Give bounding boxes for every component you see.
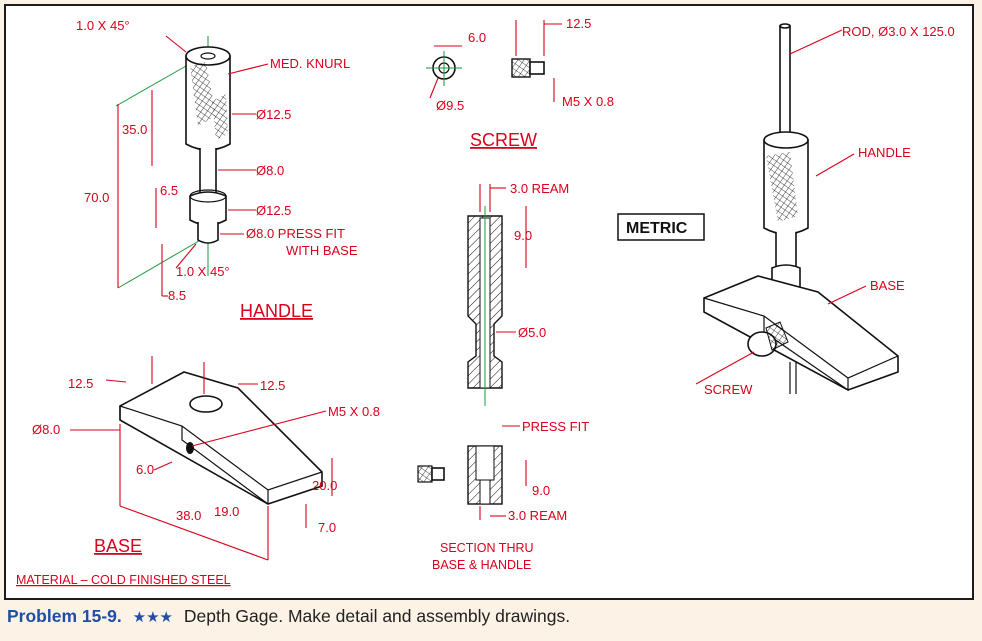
base-dim-6: 6.0 (136, 462, 154, 477)
handle-chamfer-bottom: 1.0 X 45° (176, 264, 230, 279)
handle-press-fit-1: Ø8.0 PRESS FIT (246, 226, 345, 241)
section-title-2: BASE & HANDLE (432, 558, 531, 572)
assembly-handle-label: HANDLE (858, 145, 911, 160)
section-dim-9: 9.0 (514, 228, 532, 243)
handle-len-70: 70.0 (84, 190, 109, 205)
assembly-screw-label: SCREW (704, 382, 753, 397)
section-dim-9b: 9.0 (532, 483, 550, 498)
handle-len-6-5: 6.5 (160, 183, 178, 198)
screw-title: SCREW (470, 130, 537, 150)
handle-dimensions: 1.0 X 45° MED. KNURL Ø12.5 35.0 Ø8.0 70.… (76, 18, 358, 321)
base-dim-38: 38.0 (176, 508, 201, 523)
handle-dia-8: Ø8.0 (256, 163, 284, 178)
section-dia-5: Ø5.0 (518, 325, 546, 340)
handle-dia-knurl: Ø12.5 (256, 107, 291, 122)
handle-dia-collar: Ø12.5 (256, 203, 291, 218)
screw-dim-12-5: 12.5 (566, 16, 591, 31)
base-dim-7: 7.0 (318, 520, 336, 535)
base-title: BASE (94, 536, 142, 556)
handle-chamfer-top: 1.0 X 45° (76, 18, 130, 33)
base-view: 12.5 12.5 Ø8.0 M5 X 0.8 6.0 20.0 38.0 19… (16, 356, 380, 587)
handle-title: HANDLE (240, 301, 313, 321)
caption-text: Depth Gage. Make detail and assembly dra… (183, 606, 571, 626)
screw-dim-6: 6.0 (468, 30, 486, 45)
screw-thread: M5 X 0.8 (562, 94, 614, 109)
caption: Problem 15-9. ★★★ Depth Gage. Make detai… (7, 606, 967, 636)
base-dim-12-5-right: 12.5 (260, 378, 285, 393)
handle-press-fit-2: WITH BASE (286, 243, 358, 258)
assembly-rod-label: ROD, Ø3.0 X 125.0 (842, 24, 955, 39)
section-ream-top: 3.0 REAM (510, 181, 569, 196)
metric-box: METRIC (617, 213, 705, 241)
handle-knurl-label: MED. KNURL (270, 56, 350, 71)
section-title-1: SECTION THRU (440, 541, 534, 555)
drawing-sheet: 1.0 X 45° MED. KNURL Ø12.5 35.0 Ø8.0 70.… (4, 4, 974, 600)
screw-dia-9-5: Ø9.5 (436, 98, 464, 113)
section-view: 3.0 REAM 9.0 Ø5.0 PRESS FIT 9.0 3.0 REAM… (417, 181, 589, 572)
handle-len-35: 35.0 (122, 122, 147, 137)
screw-view: 6.0 12.5 Ø9.5 M5 X 0.8 SCREW (426, 16, 614, 150)
base-thread: M5 X 0.8 (328, 404, 380, 419)
base-material: MATERIAL – COLD FINISHED STEEL (16, 573, 231, 587)
base-dim-12-5-left: 12.5 (68, 376, 93, 391)
assembly-base-label: BASE (870, 278, 905, 293)
section-ream-bottom: 3.0 REAM (508, 508, 567, 523)
handle-view (115, 36, 231, 289)
section-press-fit: PRESS FIT (522, 419, 589, 434)
base-dim-20: 20.0 (312, 478, 337, 493)
difficulty-stars: ★★★ (132, 609, 173, 626)
handle-len-8-5: 8.5 (168, 288, 186, 303)
problem-number: Problem 15-9. (7, 606, 122, 626)
assembly-view: ROD, Ø3.0 X 125.0 HANDLE BASE SCREW (695, 23, 955, 397)
metric-label: METRIC (626, 220, 688, 237)
base-dia-8: Ø8.0 (32, 422, 60, 437)
technical-drawing: 1.0 X 45° MED. KNURL Ø12.5 35.0 Ø8.0 70.… (16, 16, 955, 587)
base-dim-19: 19.0 (214, 504, 239, 519)
